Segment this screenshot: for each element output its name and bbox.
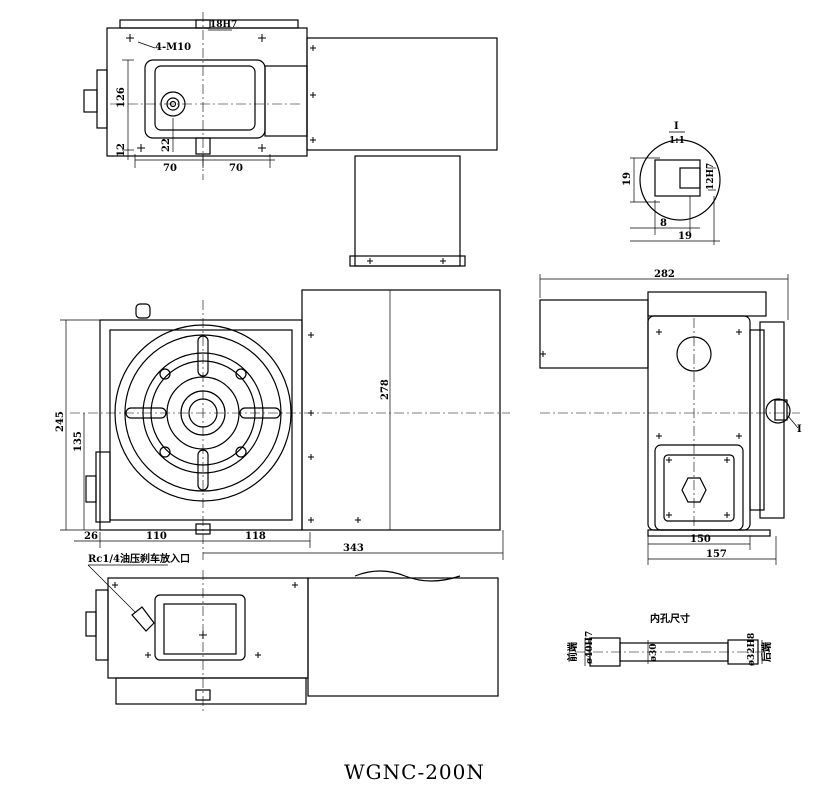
bore-rear-dia: ø32H8 <box>747 633 757 666</box>
detail-dim-19-height: 19 <box>622 172 633 186</box>
dim-157: 157 <box>706 549 727 560</box>
top-view <box>83 19 498 267</box>
detail-dim-8: 8 <box>660 218 667 229</box>
model-title: WGNC-200N <box>344 760 485 784</box>
dim-70-right: 70 <box>229 163 243 174</box>
label-4-m10: 4-M10 <box>155 42 191 53</box>
dim-22: 22 <box>161 138 172 152</box>
side-view <box>539 291 791 537</box>
dim-135: 135 <box>73 431 84 452</box>
dim-70-left: 70 <box>163 163 177 174</box>
bore-rear-label: 后端 <box>760 642 773 662</box>
dim-282: 282 <box>654 269 675 280</box>
bore-mid-dia: ø30 <box>649 643 659 662</box>
dim-278: 278 <box>380 379 391 400</box>
dim-118: 118 <box>245 531 266 542</box>
dimension-labels: 4-M10 18H7 126 12 22 70 70 I 1:1 19 12H7… <box>55 20 802 666</box>
bore-title: 内孔尺寸 <box>650 612 690 625</box>
dim-126: 126 <box>116 87 127 108</box>
dim-26: 26 <box>84 531 98 542</box>
dim-150: 150 <box>690 534 711 545</box>
dim-245: 245 <box>55 411 66 432</box>
bottom-view <box>85 570 499 705</box>
dim-12: 12 <box>116 143 127 157</box>
dim-343: 343 <box>343 543 364 554</box>
front-view <box>85 289 501 535</box>
detail-scale: 1:1 <box>669 136 685 146</box>
oil-inlet-label: Rc1/4油压刹车放入口 <box>88 552 190 565</box>
detail-callout: I <box>797 424 802 435</box>
label-18h7: 18H7 <box>210 20 237 30</box>
detail-id: I <box>674 121 679 132</box>
detail-dim-12h7: 12H7 <box>706 163 716 190</box>
detail-view <box>630 131 721 245</box>
bore-front-dia: ø40H7 <box>585 631 595 664</box>
bore-front-label: 前端 <box>566 642 579 662</box>
dim-110: 110 <box>146 531 167 542</box>
bore-section <box>575 637 772 667</box>
screw-markers <box>112 34 742 658</box>
detail-dim-19-depth: 19 <box>678 231 692 242</box>
